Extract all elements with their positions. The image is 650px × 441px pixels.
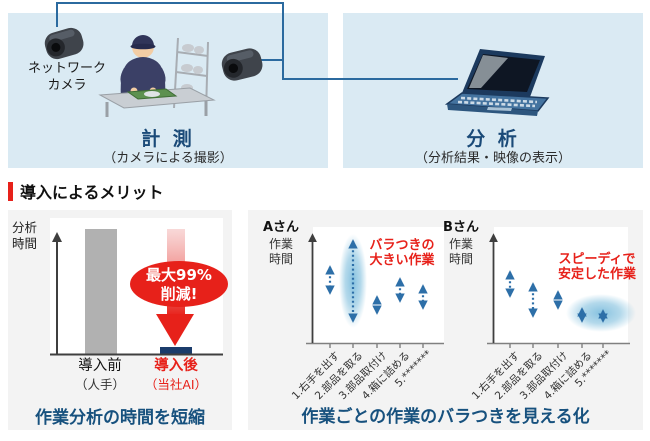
before-sublabel: （人手）	[74, 376, 125, 392]
time-chart-y-axis-label: 分析 時間	[12, 220, 38, 252]
merits-header-text: 導入によるメリット	[20, 183, 164, 202]
after-label: 導入後	[154, 358, 198, 374]
merits-section-header: 導入によるメリット	[8, 179, 164, 203]
variation-annotation-a: バラつきの 大きい作業	[369, 238, 435, 269]
reduction-badge-text: 最大99% 削減!	[146, 266, 212, 303]
before-label: 導入前	[78, 358, 122, 374]
after-sublabel: （当社AI）	[144, 376, 208, 392]
after-category-label: 導入後 （当社AI）	[144, 357, 208, 395]
measurement-subtitle: （カメラによる撮影）	[103, 151, 233, 166]
worker-a-name: Aさん	[262, 220, 300, 235]
worker-b-axis-label: Bさん 作業 時間	[438, 220, 484, 268]
worker-b-plot-area	[494, 227, 628, 343]
analysis-subtitle: （分析結果・映像の表示）	[414, 151, 571, 166]
network-camera-label: ネットワーク カメラ	[27, 61, 106, 93]
variability-chart-caption: 作業ごとの作業のバラつきを見える化	[301, 407, 590, 427]
stability-annotation-b: スピーディで 安定した作業	[557, 252, 636, 283]
before-category-label: 導入前 （人手）	[68, 357, 132, 395]
worker-b-name: Bさん	[443, 220, 479, 235]
worker-a-axis-label: Aさん 作業 時間	[258, 220, 304, 268]
worker-a-axis-sub: 作業 時間	[268, 236, 293, 267]
worker-b-axis-sub: 作業 時間	[448, 236, 473, 267]
analysis-title: 分 析	[466, 128, 520, 150]
measurement-title: 計 測	[141, 128, 195, 150]
time-chart-caption: 作業分析の時間を短縮	[35, 408, 205, 428]
red-accent-bar	[8, 181, 13, 201]
